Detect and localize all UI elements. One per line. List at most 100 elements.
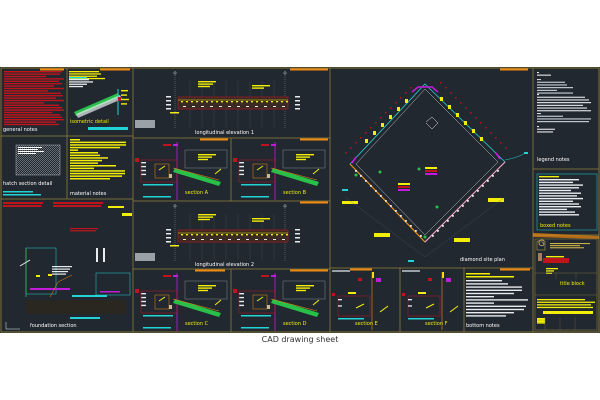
rail-mark (210, 106, 213, 107)
grid-line (344, 196, 426, 258)
label-block (170, 112, 179, 114)
text-line (537, 318, 545, 320)
text-line (466, 305, 526, 307)
lamp (405, 99, 408, 103)
tag (428, 278, 432, 281)
arrow (19, 259, 31, 267)
dashed-boundary (350, 147, 352, 149)
panel-label-legend-notes: legend notes (537, 157, 570, 163)
rail-mark (273, 239, 276, 240)
dim-tick (214, 299, 222, 306)
text-line (4, 80, 59, 82)
text-line (121, 98, 129, 101)
text-line (143, 196, 171, 198)
text-line (466, 308, 524, 311)
baluster (206, 101, 208, 103)
drawing-canvas[interactable]: G general notes isometric detail hatch s… (0, 67, 600, 333)
text-line (141, 169, 146, 172)
baluster (251, 234, 253, 236)
text-line (198, 83, 213, 85)
baluster (266, 234, 268, 236)
bollard (492, 175, 494, 177)
baluster (181, 101, 183, 103)
text-line (295, 104, 300, 106)
pit-outline (25, 247, 57, 295)
edge-line (349, 163, 426, 243)
bollard (355, 170, 357, 172)
bollard (437, 230, 439, 232)
logo-box (536, 240, 546, 251)
document-kind: CAD drawing sheet (261, 335, 339, 344)
bollard (375, 190, 377, 192)
baluster (196, 101, 198, 103)
text-line (296, 285, 314, 287)
text-line (198, 81, 216, 83)
panel-title-tag (350, 268, 372, 271)
text-line (70, 139, 80, 141)
text-line (141, 173, 146, 176)
text-line (121, 103, 127, 105)
text-line (121, 90, 128, 92)
dashed-boundary (475, 117, 477, 119)
text-line (4, 87, 64, 90)
baluster (261, 234, 263, 236)
baluster (241, 101, 243, 103)
text-line (537, 87, 573, 89)
panel-section-b (233, 142, 326, 200)
hatch-outline (15, 144, 61, 176)
panel-title-tag (100, 68, 130, 71)
text-line (537, 126, 539, 128)
text-line (239, 300, 244, 303)
text-line (537, 94, 539, 96)
text-line (70, 146, 120, 149)
panel-notes-yellow (70, 139, 126, 180)
text-line (4, 97, 56, 99)
panel-label-section-e: section E (355, 321, 378, 327)
dashed-boundary (505, 147, 507, 149)
text-line (537, 79, 541, 81)
baluster (221, 101, 223, 103)
text-line (252, 220, 264, 222)
text-line (69, 71, 99, 73)
text-line (466, 315, 506, 317)
text-line (537, 107, 587, 109)
text-line (252, 87, 264, 89)
text-line (239, 162, 244, 164)
tree-symbol (417, 167, 421, 171)
tree-symbol (435, 205, 439, 209)
bollard (472, 195, 474, 197)
deck-box (184, 280, 228, 300)
text-line (408, 318, 434, 320)
text-line (537, 128, 555, 130)
baluster (286, 234, 288, 236)
text-line (3, 194, 41, 196)
dashed-boundary (440, 82, 442, 84)
anchor-mark (118, 97, 121, 101)
block (169, 305, 172, 309)
panel-notes-red (4, 71, 64, 126)
tag (173, 275, 178, 277)
bollard (405, 220, 407, 222)
rail-mark (201, 106, 204, 107)
text-line (70, 172, 125, 175)
text-line (295, 229, 300, 231)
text-line (166, 233, 171, 235)
title-block-logo: G (538, 239, 545, 249)
panel-site-plan (342, 82, 528, 262)
text-line (546, 256, 564, 258)
post (96, 248, 98, 262)
bollard (497, 170, 499, 172)
text-line (546, 272, 552, 274)
text-line (539, 200, 573, 202)
bollard (385, 200, 387, 202)
text-line (537, 304, 591, 306)
dashed-boundary (495, 137, 497, 139)
bollard (487, 180, 489, 182)
panel-label-section-c: section C (185, 321, 209, 327)
bollard (462, 205, 464, 207)
baluster (216, 234, 218, 236)
lamp (456, 113, 459, 117)
panel-section-e (332, 270, 389, 330)
panel-frame-section-c (132, 268, 232, 333)
panel-hatch-detail (3, 144, 61, 196)
